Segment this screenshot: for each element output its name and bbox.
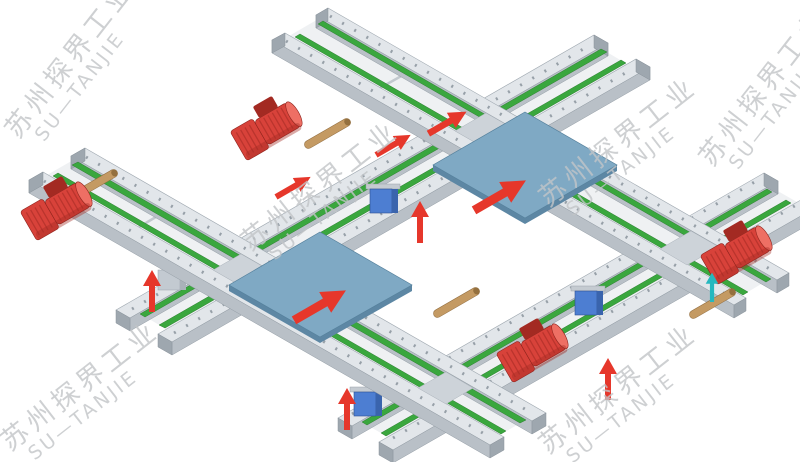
- cross2-endcap: [378, 441, 394, 462]
- lift-unit-2: [570, 285, 606, 316]
- watermark: 苏州探界工业 SU—TANJIE: [0, 0, 142, 146]
- pallet-2: [432, 111, 618, 224]
- watermark: 苏州探界工业 SU—TANJIE: [693, 2, 800, 174]
- lift3-side: [376, 392, 382, 416]
- lift2-side: [597, 291, 603, 315]
- pallet2-edge: [525, 165, 617, 224]
- pallet-1: [228, 231, 413, 343]
- tie-rod: [302, 116, 353, 151]
- cross1-endcap: [635, 58, 651, 81]
- watermark: 苏州探界工业 SU—TANJIE: [0, 315, 166, 462]
- mainB-holes: [85, 155, 531, 414]
- mainB-holes: [43, 179, 489, 438]
- junction-plate-3: [659, 230, 720, 266]
- junction-plate-4: [417, 371, 474, 405]
- pallet2-edge: [433, 165, 525, 224]
- mainA-endcap: [776, 272, 790, 294]
- pallet1-edge: [320, 285, 412, 343]
- mainA-endcap: [733, 297, 747, 319]
- lift-unit-1: [365, 183, 401, 214]
- mainB-endcap: [28, 171, 44, 194]
- lift1-body: [369, 188, 393, 214]
- tie-rod: [431, 285, 482, 320]
- lift3-body: [353, 391, 377, 417]
- pallet1-top: [228, 231, 413, 338]
- mainB-endcap: [531, 412, 547, 435]
- pallet2-top: [432, 111, 618, 219]
- mainA-endcap: [315, 7, 329, 29]
- lift2-body: [574, 290, 598, 316]
- lift1-side: [392, 189, 398, 213]
- gearmotor-top: [224, 87, 308, 162]
- mainA-holes: [285, 39, 733, 300]
- watermark-cn: 苏州探界工业: [0, 315, 166, 458]
- lift2-flange: [570, 285, 606, 292]
- cross2-endcap: [763, 172, 779, 195]
- junction-plates: [212, 112, 720, 405]
- mainA-endcap: [271, 32, 286, 54]
- cross1-endcap: [157, 333, 173, 356]
- mainB-endcap: [489, 436, 505, 459]
- pallet1-edge: [229, 285, 320, 343]
- cross1-endcap: [115, 309, 131, 332]
- mainA-holes: [329, 14, 776, 274]
- watermark-cn: 苏州探界工业: [0, 0, 142, 144]
